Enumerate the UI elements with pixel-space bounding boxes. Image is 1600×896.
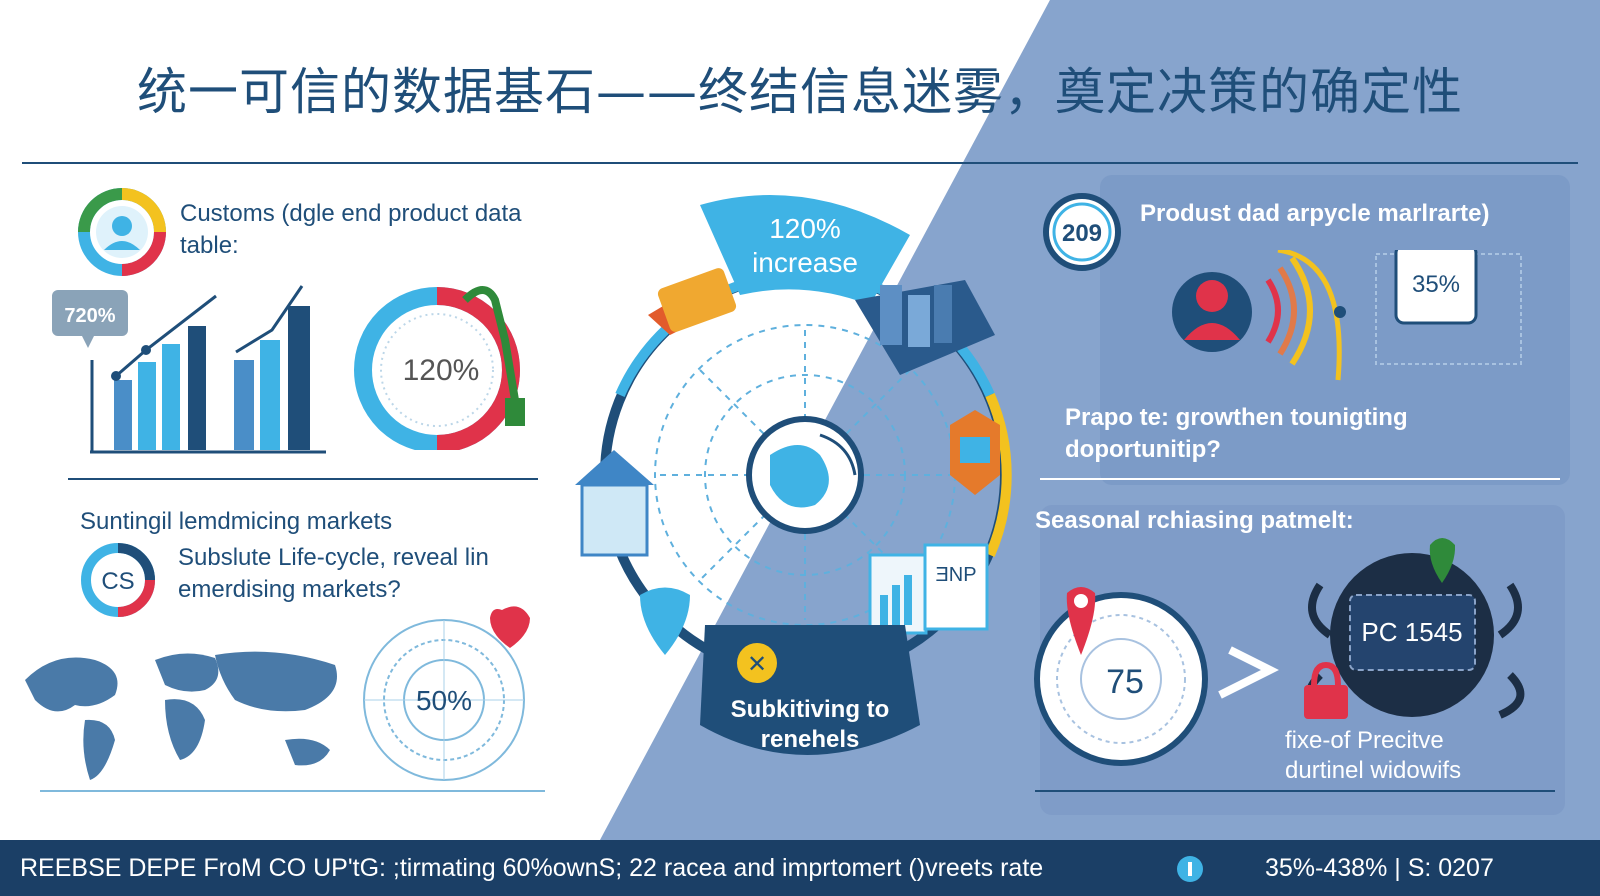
- growth-gauge: 120%: [354, 286, 525, 450]
- cycle-label: Produst dad arpycle marlrarte): [1140, 200, 1490, 227]
- arrow-right-icon: [1218, 646, 1279, 699]
- center-cycle-diagram: ƎNP ✕: [575, 195, 1012, 755]
- dial-value: 75: [1106, 663, 1144, 701]
- markets-heading: Suntingil lemdmicing markets: [80, 508, 393, 535]
- badge-number: 209: [1062, 220, 1102, 247]
- x-symbol: ✕: [747, 651, 767, 678]
- customer-signal-illustration: 35%: [1172, 250, 1522, 381]
- percent-card-text: 35%: [1412, 271, 1460, 298]
- chart-badge-text: 720%: [64, 305, 115, 327]
- growth-bar-chart: 720%: [52, 285, 326, 454]
- title-divider: [22, 162, 1578, 164]
- seasonal-dial: 75: [1034, 587, 1208, 766]
- footer-right-text: 35%-438% | S: 0207: [1265, 854, 1494, 882]
- gauge-value: 120%: [403, 354, 480, 387]
- radar-value: 50%: [416, 685, 472, 716]
- radar-dial: 50%: [363, 606, 530, 781]
- cs-icon-text: CS: [101, 568, 134, 595]
- customs-avatar-icon: [78, 188, 166, 276]
- right-bottom-divider: [1035, 790, 1555, 792]
- world-map-illustration: [25, 651, 337, 780]
- footer-left-text: REEBSE DEPE FroM CO UP'tG: ;tirmating 60…: [20, 854, 1044, 882]
- left-divider: [68, 478, 538, 480]
- left-bottom-divider: [40, 790, 545, 792]
- precise-text: fixe-of Precitve durtinel widowifs: [1285, 727, 1462, 784]
- markets-text: Subslute Life-cycle, reveal lin emerdisi…: [178, 544, 489, 603]
- secure-chip-illustration: PC 1545: [1304, 538, 1525, 719]
- center-bottom-label: Subkitiving to renehels: [730, 696, 890, 753]
- right-divider: [1040, 478, 1560, 480]
- cs-icon: CS: [81, 543, 155, 617]
- footer-bar: REEBSE DEPE FroM CO UP'tG: ;tirmating 60…: [0, 840, 1600, 896]
- center-bubble-text: 120% increase: [752, 213, 858, 278]
- growth-text: Prapo te: growthen tounigting doportunit…: [1065, 404, 1408, 463]
- info-icon: [1177, 856, 1203, 882]
- doc-text: ƎNP: [935, 564, 976, 586]
- chip-text: PC 1545: [1361, 617, 1462, 647]
- page-title: 统一可信的数据基石——终结信息迷雾，奠定决策的确定性: [137, 63, 1463, 121]
- cycle-badge-icon: 209: [1043, 193, 1121, 271]
- seasonal-label: Seasonal rchiasing patmelt:: [1035, 507, 1354, 534]
- customs-label: Customs (dgle end product data table:: [180, 200, 522, 259]
